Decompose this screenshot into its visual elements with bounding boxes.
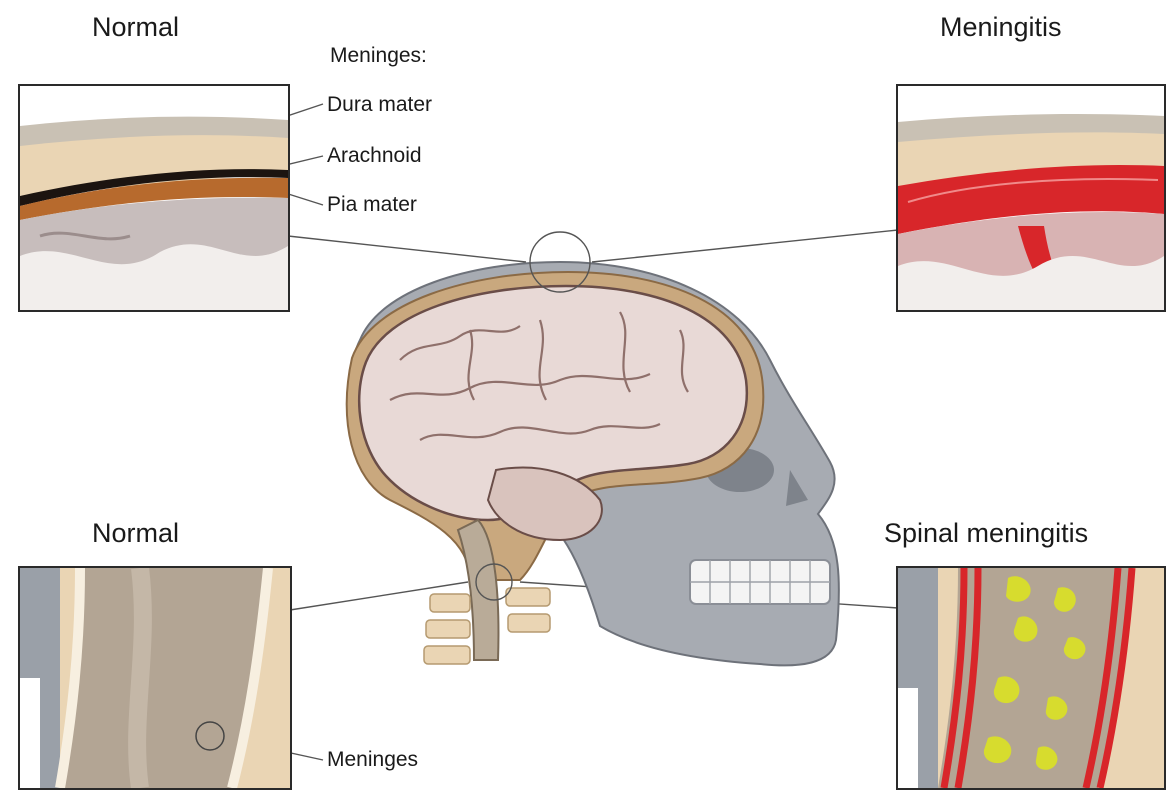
title-meningitis: Meningitis bbox=[940, 12, 1062, 43]
label-arachnoid: Arachnoid bbox=[327, 144, 422, 168]
title-normal-brain: Normal bbox=[92, 12, 179, 43]
title-spinal-meningitis: Spinal meningitis bbox=[884, 518, 1088, 549]
label-meninges: Meninges bbox=[327, 748, 418, 772]
panel-spinal-meningitis bbox=[896, 566, 1166, 790]
normal-spine-image bbox=[20, 568, 290, 788]
title-normal-spine: Normal bbox=[92, 518, 179, 549]
label-meninges-header: Meninges: bbox=[330, 44, 427, 68]
panel-meningitis bbox=[896, 84, 1166, 312]
normal-meninges-image bbox=[20, 86, 288, 310]
label-dura-mater: Dura mater bbox=[327, 93, 432, 117]
label-pia-mater: Pia mater bbox=[327, 193, 417, 217]
panel-normal-meninges bbox=[18, 84, 290, 312]
spinal-meningitis-image bbox=[898, 568, 1164, 788]
meningitis-image bbox=[898, 86, 1164, 310]
panel-normal-spine bbox=[18, 566, 292, 790]
